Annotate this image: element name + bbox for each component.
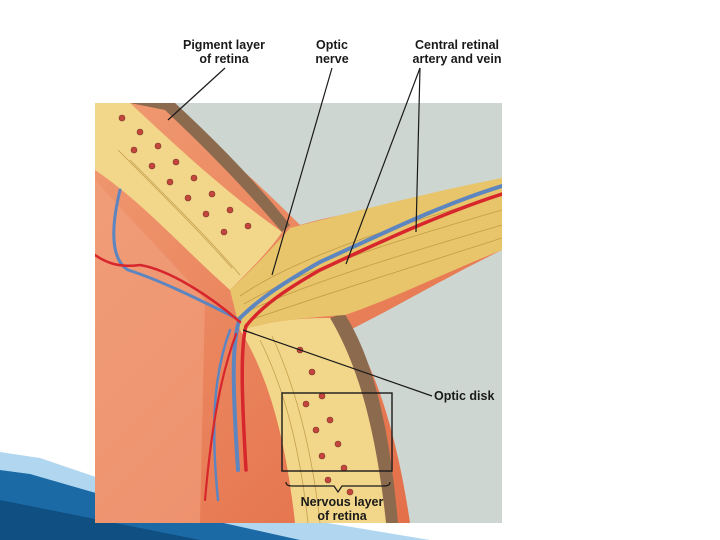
label-optic-nerve-line2: nerve — [315, 52, 349, 66]
label-nervous-layer: Nervous layer of retina — [290, 495, 394, 523]
label-optic-nerve-line1: Optic — [316, 38, 348, 52]
leader-optic-nerve — [271, 67, 333, 276]
label-central-vessels-line2: artery and vein — [412, 52, 502, 66]
label-optic-disk-line1: Optic disk — [434, 389, 495, 403]
nervous-layer-bracket — [285, 481, 391, 494]
leader-optic-disk — [242, 329, 433, 397]
label-central-vessels-line1: Central retinal — [414, 38, 500, 52]
label-optic-nerve: Optic nerve — [304, 38, 360, 66]
vein-branch-down — [213, 328, 232, 502]
retina-lower — [240, 318, 386, 523]
photoreceptors-upper — [118, 114, 252, 236]
leader-pigment — [167, 67, 226, 121]
leader-central-1 — [415, 67, 421, 233]
artery-main — [240, 192, 502, 472]
leader-central-2 — [345, 67, 421, 265]
optic-disk-illustration — [95, 103, 502, 523]
nerve-fiber-lines — [117, 149, 502, 523]
blood-vessels — [95, 184, 502, 502]
label-nervous-layer-line2: of retina — [317, 509, 367, 523]
label-nervous-layer-line1: Nervous layer — [300, 495, 384, 509]
label-central-vessels: Central retinal artery and vein — [402, 38, 512, 66]
label-pigment-layer: Pigment layer of retina — [172, 38, 276, 66]
photoreceptors-lower — [296, 346, 354, 496]
nervous-layer-box — [281, 392, 393, 472]
label-pigment-layer-line1: Pigment layer — [183, 38, 265, 52]
sclera-lower — [350, 250, 502, 523]
pigment-layer-upper — [130, 103, 290, 232]
leader-lines — [167, 67, 433, 494]
label-pigment-layer-line2: of retina — [199, 52, 249, 66]
label-optic-disk: Optic disk — [434, 389, 494, 403]
optic-nerve-fibers — [230, 178, 502, 330]
artery-branch-down — [203, 332, 238, 502]
artery-branch-left — [95, 253, 242, 324]
vein-main — [231, 184, 502, 472]
vein-branch-left — [112, 188, 238, 320]
